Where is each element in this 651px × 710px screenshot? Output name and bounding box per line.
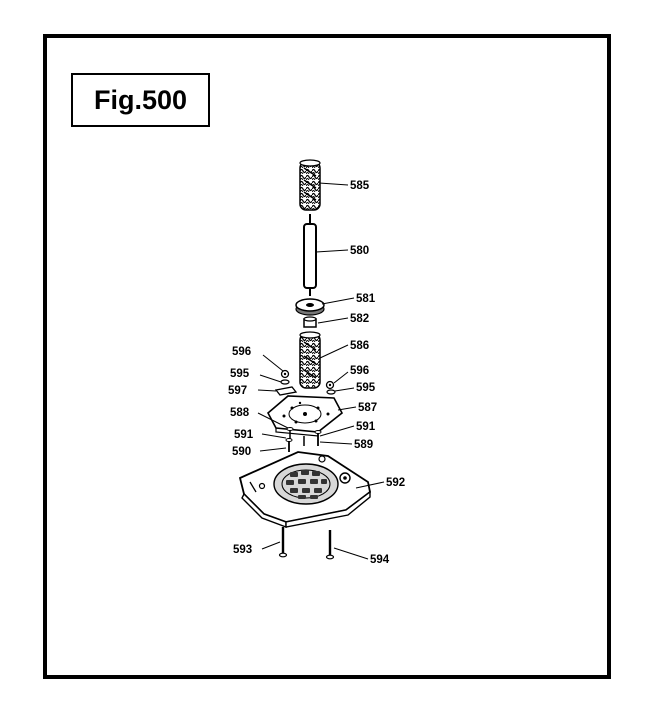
leader-lines: [257, 182, 385, 560]
part-589-screw: [303, 430, 322, 446]
label-586: 586: [350, 340, 369, 352]
part-581-disc: [295, 298, 325, 316]
figure-frame: [43, 34, 611, 679]
label-595-left: 595: [230, 368, 250, 380]
label-593: 593: [233, 544, 252, 556]
part-590-screw: [285, 438, 293, 452]
part-585-spring: [299, 159, 321, 211]
part-582-bushing: [303, 316, 317, 328]
part-586-spring: [299, 331, 321, 389]
label-587: 587: [358, 402, 377, 414]
label-588: 588: [230, 407, 250, 419]
figure-title: Fig.500: [71, 73, 210, 127]
label-590: 590: [232, 446, 251, 458]
label-596-left: 596: [232, 346, 251, 358]
label-594: 594: [370, 554, 390, 566]
label-581: 581: [356, 293, 376, 305]
part-587-plate: [266, 395, 344, 437]
part-593-screw: [278, 527, 288, 558]
part-labels: 585 580 581 582 586 596 595 597 596 595 …: [228, 180, 405, 566]
label-582: 582: [350, 313, 369, 325]
part-597-bracket: [274, 386, 298, 396]
label-589: 589: [354, 439, 373, 451]
label-591-left: 591: [234, 429, 254, 441]
label-585: 585: [350, 180, 370, 192]
label-592: 592: [386, 477, 405, 489]
label-580: 580: [350, 245, 369, 257]
part-595-washer-left: [280, 379, 290, 385]
part-595-washer-right: [326, 389, 336, 395]
part-594-screw: [325, 530, 335, 560]
label-591-right: 591: [356, 421, 376, 433]
label-597: 597: [228, 385, 247, 397]
part-596-nut-left: [280, 369, 290, 379]
label-595-right: 595: [356, 382, 376, 394]
part-592-base: [238, 451, 371, 529]
label-596-right: 596: [350, 365, 369, 377]
part-596-nut-right: [325, 380, 335, 390]
part-580-shaft: [303, 214, 317, 296]
